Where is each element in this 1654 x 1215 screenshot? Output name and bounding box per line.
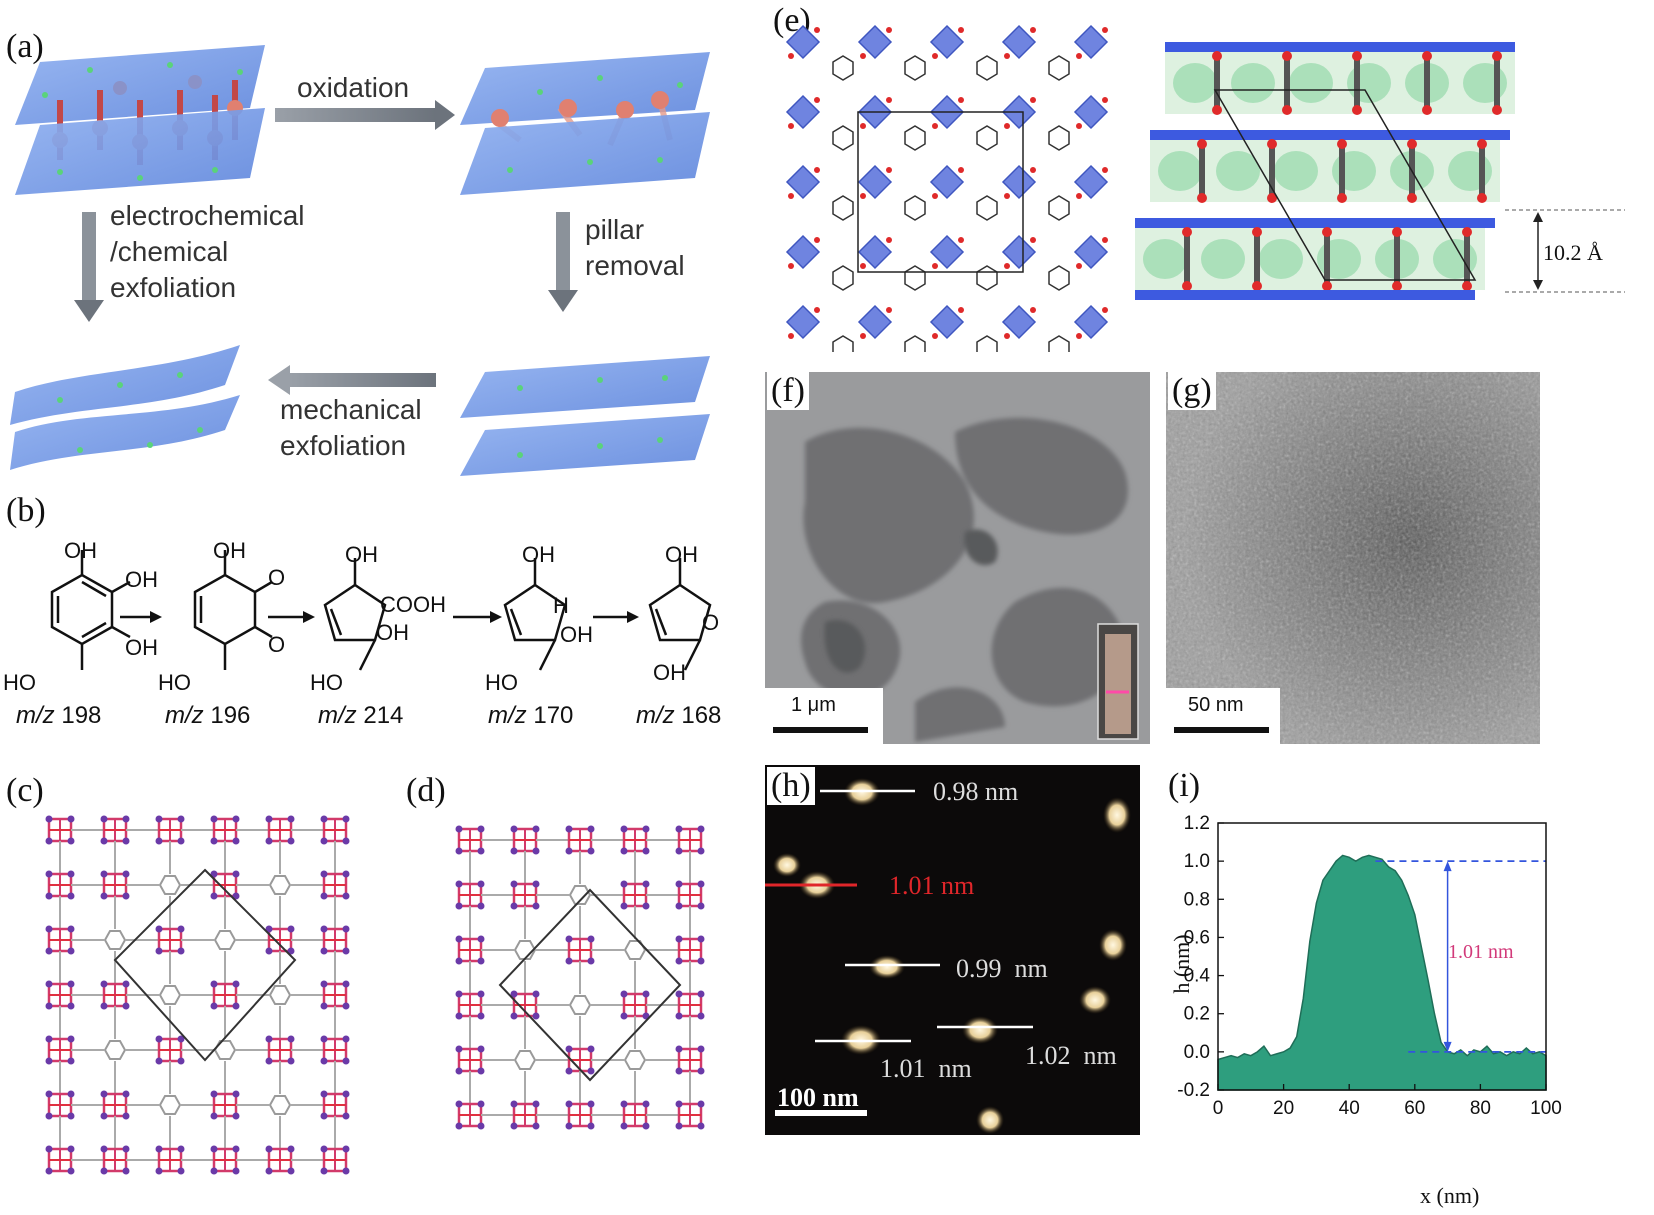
- m3-cooh: OH: [345, 542, 378, 567]
- x-tick-label: 60: [1404, 1098, 1425, 1119]
- panel-f-label: (f): [767, 372, 809, 410]
- m5-o: O: [702, 610, 720, 635]
- oxidation-pathway-scheme: [50, 550, 712, 671]
- m2-o-top: O: [268, 565, 286, 590]
- height-arrow-head-bottom: [1443, 1041, 1452, 1052]
- interlayer-spacing-label: 10.2 Å: [1543, 240, 1603, 266]
- m2-ho: HO: [158, 670, 191, 695]
- panel-i-label: (i): [1168, 767, 1201, 804]
- x-tick-label: 20: [1273, 1098, 1294, 1119]
- y-tick-label: 0.6: [1184, 927, 1210, 948]
- height-profile-chart: 0 20 40 60 80 100 -0.2 0.0 0.2 0.4 0.6 0.8 1.0 1.2: [1177, 813, 1562, 1119]
- y-tick-label: 1.0: [1184, 851, 1210, 872]
- height-label-5: 1.02 nm: [1025, 1041, 1117, 1070]
- m1-ho: HO: [3, 670, 36, 695]
- mz-214: m/z 214: [318, 702, 404, 729]
- panel-e: (e) 10.2 Å: [765, 0, 1654, 360]
- pillar-removal-label: pillar removal: [585, 214, 685, 281]
- plot-frame: [1217, 822, 1547, 1091]
- hrtem-image: [1166, 372, 1540, 744]
- panel-a-label: (a): [6, 28, 44, 65]
- m4-h: H: [553, 593, 569, 618]
- mechanical-exfoliation-label: mechanical exfoliation: [280, 394, 422, 461]
- crystal-structure-side-view: [1135, 42, 1515, 300]
- height-label-4: 1.01 nm: [880, 1054, 972, 1083]
- panel-d-label: (d): [406, 772, 446, 809]
- panel-c: (c): [0, 760, 400, 1215]
- m5-cooh: OH: [665, 542, 698, 567]
- m3-ho: HO: [310, 670, 343, 695]
- x-tick-label: 80: [1470, 1098, 1491, 1119]
- crystal-structure-top-view: [785, 24, 1109, 352]
- panel-g-label: (g): [1168, 372, 1216, 410]
- height-arrow-head-top: [1443, 861, 1452, 872]
- y-tick-label: 0.0: [1184, 1042, 1210, 1063]
- scale-bar-100nm: 100 nm: [777, 1083, 859, 1112]
- y-tick-label: 0.2: [1184, 1004, 1210, 1025]
- y-tick-label: -0.2: [1177, 1080, 1210, 1101]
- mz-168: m/z 168: [636, 702, 722, 729]
- y-tick-label: 1.2: [1184, 813, 1210, 834]
- panel-a: (a): [0, 0, 760, 480]
- oxidation-label: oxidation: [297, 72, 410, 103]
- framework-structure-c: [45, 815, 350, 1175]
- m2-cooh: OH: [213, 538, 246, 563]
- m4-cooh: OH: [522, 542, 555, 567]
- exfoliation-scheme: [10, 45, 710, 476]
- height-profile-area: [1217, 854, 1547, 1091]
- panel-b-label: (b): [6, 492, 46, 529]
- panel-b: (b): [0, 480, 760, 750]
- x-tick-label: 0: [1213, 1098, 1224, 1119]
- m1-cooh: OH: [64, 538, 97, 563]
- panel-h-label: (h): [767, 767, 815, 805]
- scale-bar-50nm: 50 nm: [1188, 694, 1244, 716]
- panel-c-label: (c): [6, 772, 44, 809]
- m1-oh-bottom: OH: [125, 635, 158, 660]
- x-axis-label: x (nm): [1420, 1183, 1480, 1208]
- height-label-3: 0.99 nm: [956, 954, 1048, 983]
- m5-oh: OH: [653, 660, 686, 685]
- panel-h: (h) 0.98 nm 1.01 nm 0.99 nm 1.01 nm 1.02…: [765, 765, 1140, 1135]
- m3-cooh-side: COOH: [380, 592, 446, 617]
- panel-i: (i) 0 20 40 60 80 100 -0.2 0.0 0.2 0.4 0.6 0.8 1.0 1.…: [1150, 765, 1654, 1215]
- x-tick-label: 100: [1530, 1098, 1562, 1119]
- m2-o-bottom: O: [268, 632, 286, 657]
- panel-g: (g) 50 nm: [1166, 372, 1540, 744]
- electrochemical-label: electrochemical /chemical exfoliation: [110, 200, 305, 303]
- chart-annotation-height: 1.01 nm: [1448, 941, 1514, 963]
- mz-198: m/z 198: [16, 702, 102, 729]
- framework-structure-d: [455, 825, 705, 1130]
- m3-oh: OH: [376, 620, 409, 645]
- tem-image-nanosheets: [765, 372, 1150, 744]
- y-axis-label: h (nm): [1169, 934, 1194, 994]
- panel-f: (f) 1 μm: [765, 372, 1150, 744]
- interlayer-spacing-marker: [1505, 209, 1625, 293]
- m4-ho: HO: [485, 670, 518, 695]
- height-label-2: 1.01 nm: [889, 871, 975, 900]
- height-label-1: 0.98 nm: [933, 777, 1019, 806]
- x-tick-label: 40: [1339, 1098, 1360, 1119]
- y-tick-label: 0.4: [1184, 966, 1211, 987]
- y-tick-label: 0.8: [1184, 889, 1210, 910]
- mz-170: m/z 170: [488, 702, 574, 729]
- m4-oh: OH: [560, 622, 593, 647]
- afm-image: [765, 765, 1140, 1135]
- mz-196: m/z 196: [165, 702, 251, 729]
- m1-oh-top: OH: [125, 567, 158, 592]
- scale-bar-1um: 1 μm: [791, 694, 836, 716]
- panel-d: (d): [400, 760, 765, 1215]
